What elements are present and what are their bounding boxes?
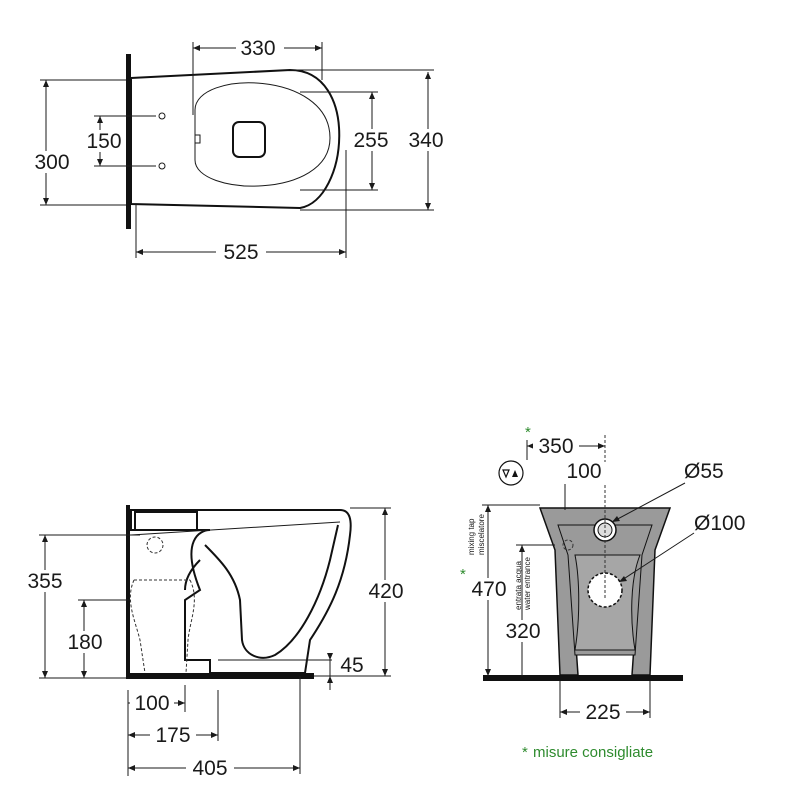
dim-300-label: 300 — [34, 151, 69, 174]
side-floor — [126, 673, 314, 679]
footnote-asterisk: * — [522, 744, 528, 761]
side-inlet-block — [134, 511, 198, 531]
dim-100-label: 100 — [134, 692, 169, 715]
hinge-mark — [194, 134, 201, 144]
dim-320-label: 320 — [505, 620, 540, 643]
label-water-entrance: water entrance — [523, 557, 532, 611]
mixing-tap-symbol — [498, 460, 524, 486]
side-view: 355 180 420 45 100 175 — [22, 505, 408, 780]
top-bowl-outline — [130, 68, 341, 210]
dim-470-label: 470 — [471, 578, 506, 601]
dim-150-label: 150 — [86, 130, 121, 153]
top-seat-outline — [194, 82, 331, 187]
dim-180-label: 180 — [67, 631, 102, 654]
side-outlet-pipe — [129, 579, 195, 674]
top-wall — [126, 54, 131, 229]
dim-175-label: 175 — [155, 724, 190, 747]
side-trap — [204, 524, 339, 659]
dim-45-label: 45 — [340, 654, 363, 677]
side-bowl-body — [130, 509, 352, 674]
label-miscelatore: miscelatore — [477, 514, 486, 555]
front-350-asterisk: * — [525, 424, 531, 441]
dim-420-label: 420 — [368, 580, 403, 603]
dim-255-label: 255 — [353, 129, 388, 152]
fixing-hole-bottom — [158, 162, 166, 170]
dim-330-label: 330 — [240, 37, 275, 60]
front-dim-100-label: 100 — [566, 460, 601, 483]
front-view: * 350 100 Ø55 Ø100 * 470 mixing tap misc… — [460, 424, 745, 761]
label-entrata-acqua: entrata acqua — [514, 561, 523, 610]
dim-525-label: 525 — [223, 241, 258, 264]
side-inlet-circle — [146, 536, 164, 554]
dim-d55-label: Ø55 — [684, 460, 724, 483]
side-wall — [126, 505, 130, 675]
dim-d100-label: Ø100 — [694, 512, 745, 535]
dim-350-label: 350 — [538, 435, 573, 458]
dim-225-label: 225 — [585, 701, 620, 724]
dim-405-label: 405 — [192, 757, 227, 780]
dim-340-label: 340 — [408, 129, 443, 152]
top-inner-opening — [232, 121, 266, 158]
front-470-asterisk: * — [460, 566, 466, 583]
top-view: 330 525 300 150 255 340 — [28, 36, 449, 264]
mixing-tap-mark — [562, 539, 574, 551]
dim-355-label: 355 — [27, 570, 62, 593]
label-mixing-tap: mixing tap — [467, 518, 476, 555]
front-floor — [483, 675, 683, 681]
footnote-text: misure consigliate — [533, 744, 653, 761]
fixing-hole-top — [158, 112, 166, 120]
